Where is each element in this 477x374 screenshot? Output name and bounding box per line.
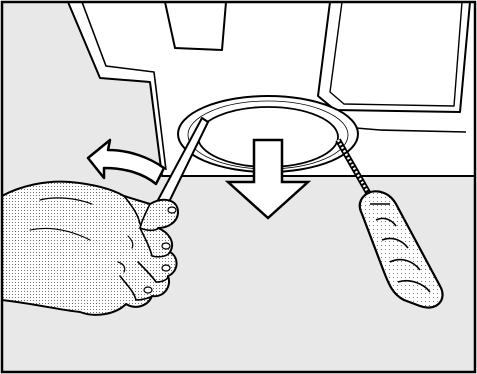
curved-arrow-icon bbox=[86, 138, 166, 186]
arrow-down-icon bbox=[224, 138, 312, 220]
screwdriver-icon bbox=[335, 138, 444, 309]
hand-icon bbox=[1, 180, 179, 316]
